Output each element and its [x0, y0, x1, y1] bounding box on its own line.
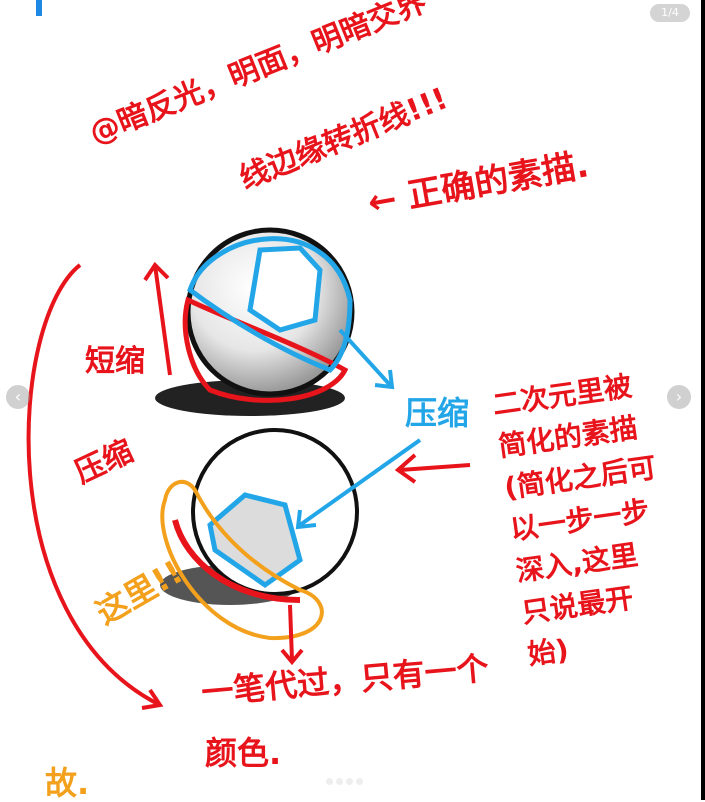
- annotation-bottom-line2: 颜色.: [205, 734, 282, 772]
- next-button[interactable]: ›: [667, 385, 691, 409]
- blue-stroke: [36, 0, 42, 16]
- page-counter: 1/4: [650, 4, 690, 22]
- pagination-dots: [326, 778, 363, 785]
- prev-button[interactable]: ‹: [6, 385, 30, 409]
- chevron-right-icon: ›: [675, 387, 683, 406]
- highlight-outline: [247, 245, 323, 333]
- chevron-left-icon: ‹: [14, 387, 22, 406]
- page-dot[interactable]: [356, 778, 363, 785]
- page-dot[interactable]: [336, 778, 343, 785]
- window-edge: [701, 0, 705, 800]
- annotation-left-top: 短缩: [85, 344, 145, 379]
- page-dot[interactable]: [326, 778, 333, 785]
- page-dot[interactable]: [346, 778, 353, 785]
- shadow-outline: [182, 296, 349, 403]
- orange-circle: [160, 479, 324, 641]
- annotation-blue-compress: 压缩: [405, 394, 470, 432]
- annotation-corner: 故.: [45, 764, 90, 802]
